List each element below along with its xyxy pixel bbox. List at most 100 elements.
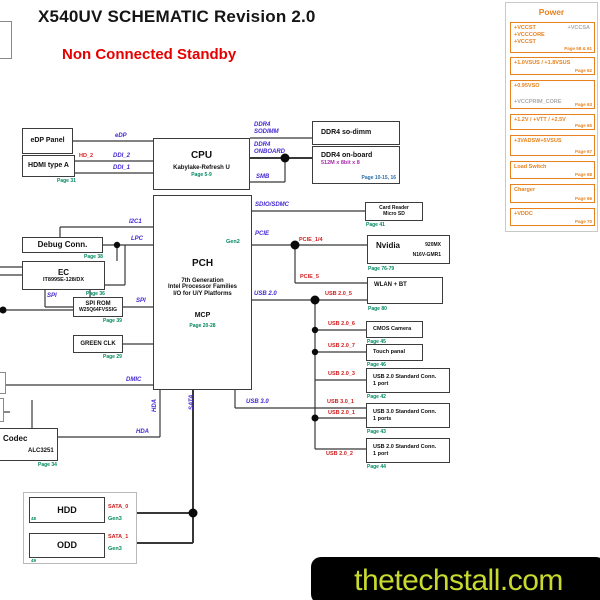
touch-panel-page-ref: Page 46 bbox=[367, 362, 386, 368]
green-clk-label: GREEN CLK bbox=[80, 340, 116, 347]
power-box-charger: Charger Page 66 bbox=[510, 184, 595, 203]
power-rail-label: Load Switch bbox=[514, 164, 547, 170]
wire-label-sdio-sdmc: SDIO/SDMC bbox=[255, 202, 290, 208]
wire-label-usb-3-0: USB 3.0 bbox=[246, 399, 269, 405]
wire-label-pcie-5: PCIE_5 bbox=[300, 274, 319, 280]
wire-label-onboard: ONBOARD bbox=[254, 149, 285, 155]
power-rail-label: +1.2V / +VTT / +2.5V bbox=[514, 117, 566, 123]
hdmi-page-ref: Page 31 bbox=[57, 178, 76, 184]
nvidia-label: Nvidia bbox=[376, 241, 401, 250]
pch-page-ref: Page 20-28 bbox=[189, 323, 216, 330]
wire-label-usb-2-0-6: USB 2.0_6 bbox=[328, 321, 355, 327]
block-ddr4-onboard: DDR4 on-board 512M x 8bit x 8 Page 10-15… bbox=[312, 146, 400, 184]
power-page-ref: Page 70 bbox=[574, 219, 592, 224]
wire-label-pcie: PCIE bbox=[255, 231, 270, 237]
usb2-conn-1-label-2: 1 port bbox=[373, 380, 389, 387]
edp-panel-label: eDP Panel bbox=[30, 136, 65, 144]
power-rail-label: +VDDC bbox=[514, 211, 533, 217]
codec-page-ref: Page 34 bbox=[38, 462, 57, 468]
usb2-conn-2-label-2: 1 port bbox=[373, 450, 389, 457]
ec-label: EC bbox=[57, 267, 70, 277]
usb3-conn-label-2: 1 ports bbox=[373, 415, 392, 422]
touch-panel-label: Touch panal bbox=[373, 349, 405, 356]
power-rail-label: +VCCST bbox=[514, 25, 536, 31]
wire-label-edp: eDP bbox=[115, 133, 127, 139]
block-debug-conn: Debug Conn. bbox=[22, 237, 103, 253]
usb2-conn-2-label-1: USB 2.0 Standard Conn. bbox=[373, 444, 437, 451]
block-ec: EC IT8995E-128/DX bbox=[22, 261, 105, 290]
power-page-ref: Page 65 bbox=[574, 123, 592, 128]
debug-conn-label: Debug Conn. bbox=[37, 240, 88, 250]
wire-label-gen3: Gen3 bbox=[108, 546, 122, 552]
block-usb2-conn-2: USB 2.0 Standard Conn. 1 port bbox=[366, 438, 450, 463]
power-panel: Power +VCCST +VCCCORE +VCCST +VCCSA Page… bbox=[505, 2, 598, 232]
odd-label: ODD bbox=[57, 540, 77, 551]
hdd-label: HDD bbox=[57, 504, 77, 515]
page-subtitle: Non Connected Standby bbox=[62, 46, 237, 63]
wire-label-49: 49 bbox=[31, 558, 37, 563]
spi-rom-chip-label: W25Q64FVSSIG bbox=[78, 306, 118, 313]
wire-label-usb-2-0-5: USB 2.0_5 bbox=[325, 291, 352, 297]
wire-label-hda: HDA bbox=[152, 399, 158, 412]
wire-label-gen3: Gen3 bbox=[108, 516, 122, 522]
wire-label-spi: SPI bbox=[136, 298, 146, 304]
power-page-ref: Page 62 bbox=[574, 68, 592, 73]
cpu-page-ref: Page 5-9 bbox=[191, 171, 212, 178]
power-rail-label: +3VADSW+5VSUS bbox=[514, 138, 562, 144]
nvidia-chip-label: N16V-GMR1 bbox=[412, 252, 441, 258]
wire-label-usb-2-0-1: USB 2.0_1 bbox=[328, 410, 355, 416]
power-box-1v0sus: +1.0VSUS / +1.8VSUS Page 62 bbox=[510, 57, 595, 75]
power-rail-label: +0.95VSO bbox=[514, 83, 540, 89]
watermark-text: thetechstall.com bbox=[354, 563, 563, 597]
wire-label-sata: SATA bbox=[189, 394, 195, 410]
block-card-reader: Card Reader Micro SD bbox=[365, 202, 423, 221]
block-green-clk: GREEN CLK bbox=[73, 335, 123, 353]
power-rail-secondary-label: +VCCPRIM_CORE bbox=[514, 98, 562, 105]
cmos-camera-label: CMOS Camera bbox=[373, 326, 412, 333]
nvidia-model-label: 920MX bbox=[425, 242, 441, 248]
block-wlan-bt: WLAN + BT bbox=[367, 277, 443, 304]
cpu-label: CPU bbox=[190, 150, 213, 162]
watermark-banner: thetechstall.com bbox=[311, 557, 600, 600]
wire-label-smb: SMB bbox=[256, 174, 270, 180]
power-rail-label: +VCCCORE bbox=[514, 31, 545, 38]
block-odd: ODD bbox=[29, 533, 105, 558]
wire-label-pcie-1-4: PCIE_1/4 bbox=[299, 237, 323, 243]
power-panel-title: Power bbox=[538, 7, 565, 17]
block-cpu: CPU Kabylake-Refresh U Page 5-9 bbox=[153, 138, 250, 190]
page-title: X540UV SCHEMATIC Revision 2.0 bbox=[38, 7, 316, 26]
power-rail-label: Charger bbox=[514, 187, 536, 193]
power-rail-label: +1.0VSUS / +1.8VSUS bbox=[514, 60, 571, 66]
wlan-bt-label: WLAN + BT bbox=[374, 282, 407, 288]
block-spi-rom: SPI ROM W25Q64FVSSIG bbox=[73, 297, 123, 317]
power-page-ref: Page 63 bbox=[574, 102, 592, 107]
ec-page-ref: Page 36 bbox=[86, 291, 105, 297]
codec-chip-label: ALC3251 bbox=[28, 448, 54, 454]
cpu-sub-label: Kabylake-Refresh U bbox=[173, 164, 230, 171]
usb2-conn-2-page-ref: Page 44 bbox=[367, 464, 386, 470]
wire-label-usb-2-0: USB 2.0 bbox=[254, 291, 277, 297]
block-usb2-conn-1: USB 2.0 Standard Conn. 1 port bbox=[366, 368, 450, 393]
ddr4-sodimm-label: DDR4 so-dimm bbox=[321, 128, 372, 136]
wire-label-hd-2: HD_2 bbox=[79, 153, 94, 159]
wire-label-lpc: LPC bbox=[131, 236, 143, 242]
green-clk-page-ref: Page 29 bbox=[103, 354, 122, 360]
usb2-conn-1-label-1: USB 2.0 Standard Conn. bbox=[373, 374, 437, 381]
power-box-vccst: +VCCST +VCCCORE +VCCST +VCCSA Page 58 & … bbox=[510, 22, 595, 53]
usb3-conn-label-1: USB 3.0 Standard Conn. bbox=[373, 409, 437, 416]
wire-label-hda: HDA bbox=[136, 429, 149, 435]
power-box-load-switch: Load Switch Page 68 bbox=[510, 161, 595, 179]
cmos-camera-page-ref: Page 45 bbox=[367, 339, 386, 345]
pch-desc-line3: I/O for U/Y Platforms bbox=[173, 291, 232, 298]
wire-label-usb-2-0-3: USB 2.0_3 bbox=[328, 371, 355, 377]
wire-label-sata-1: SATA_1 bbox=[108, 534, 129, 540]
ddr4-onboard-size-label: 512M x 8bit x 8 bbox=[321, 160, 360, 167]
power-box-vddc: +VDDC Page 70 bbox=[510, 208, 595, 226]
wire-label-i2c1: I2C1 bbox=[129, 219, 142, 225]
pch-desc-line1: 7th Generation bbox=[181, 277, 224, 284]
debug-page-ref: Page 38 bbox=[84, 254, 103, 260]
card-reader-label-2: Micro SD bbox=[383, 210, 405, 217]
block-cmos-camera: CMOS Camera bbox=[366, 321, 423, 338]
power-page-ref: Page 68 bbox=[574, 172, 592, 177]
block-ddr4-sodimm: DDR4 so-dimm bbox=[312, 121, 400, 145]
